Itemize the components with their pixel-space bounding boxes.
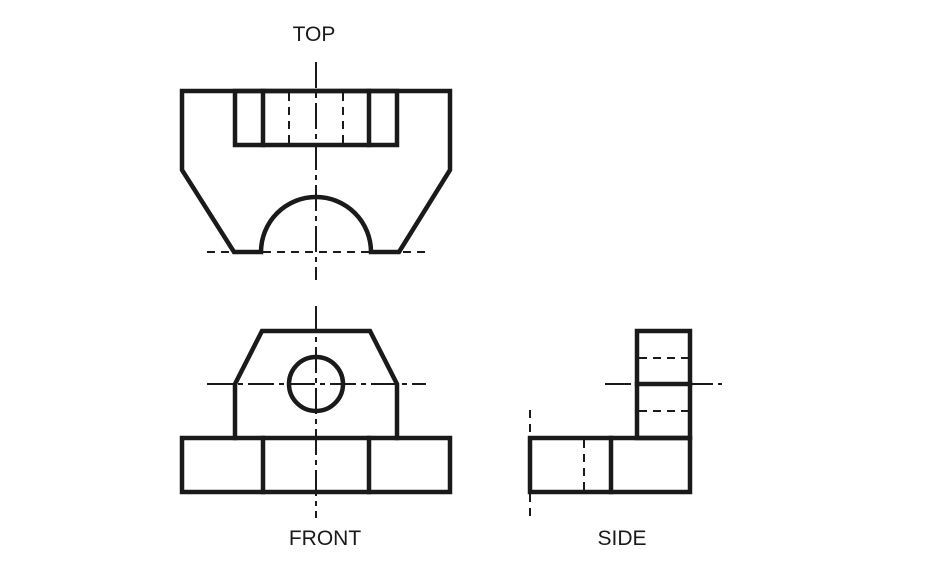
side-view-label: SIDE <box>597 527 646 550</box>
top-view-outline <box>179 88 453 255</box>
top-view: TOP <box>179 23 453 280</box>
top-view-label: TOP <box>293 23 336 46</box>
front-view-label: FRONT <box>289 527 361 550</box>
front-view: FRONT <box>179 306 453 550</box>
side-view: SIDE <box>527 328 722 550</box>
